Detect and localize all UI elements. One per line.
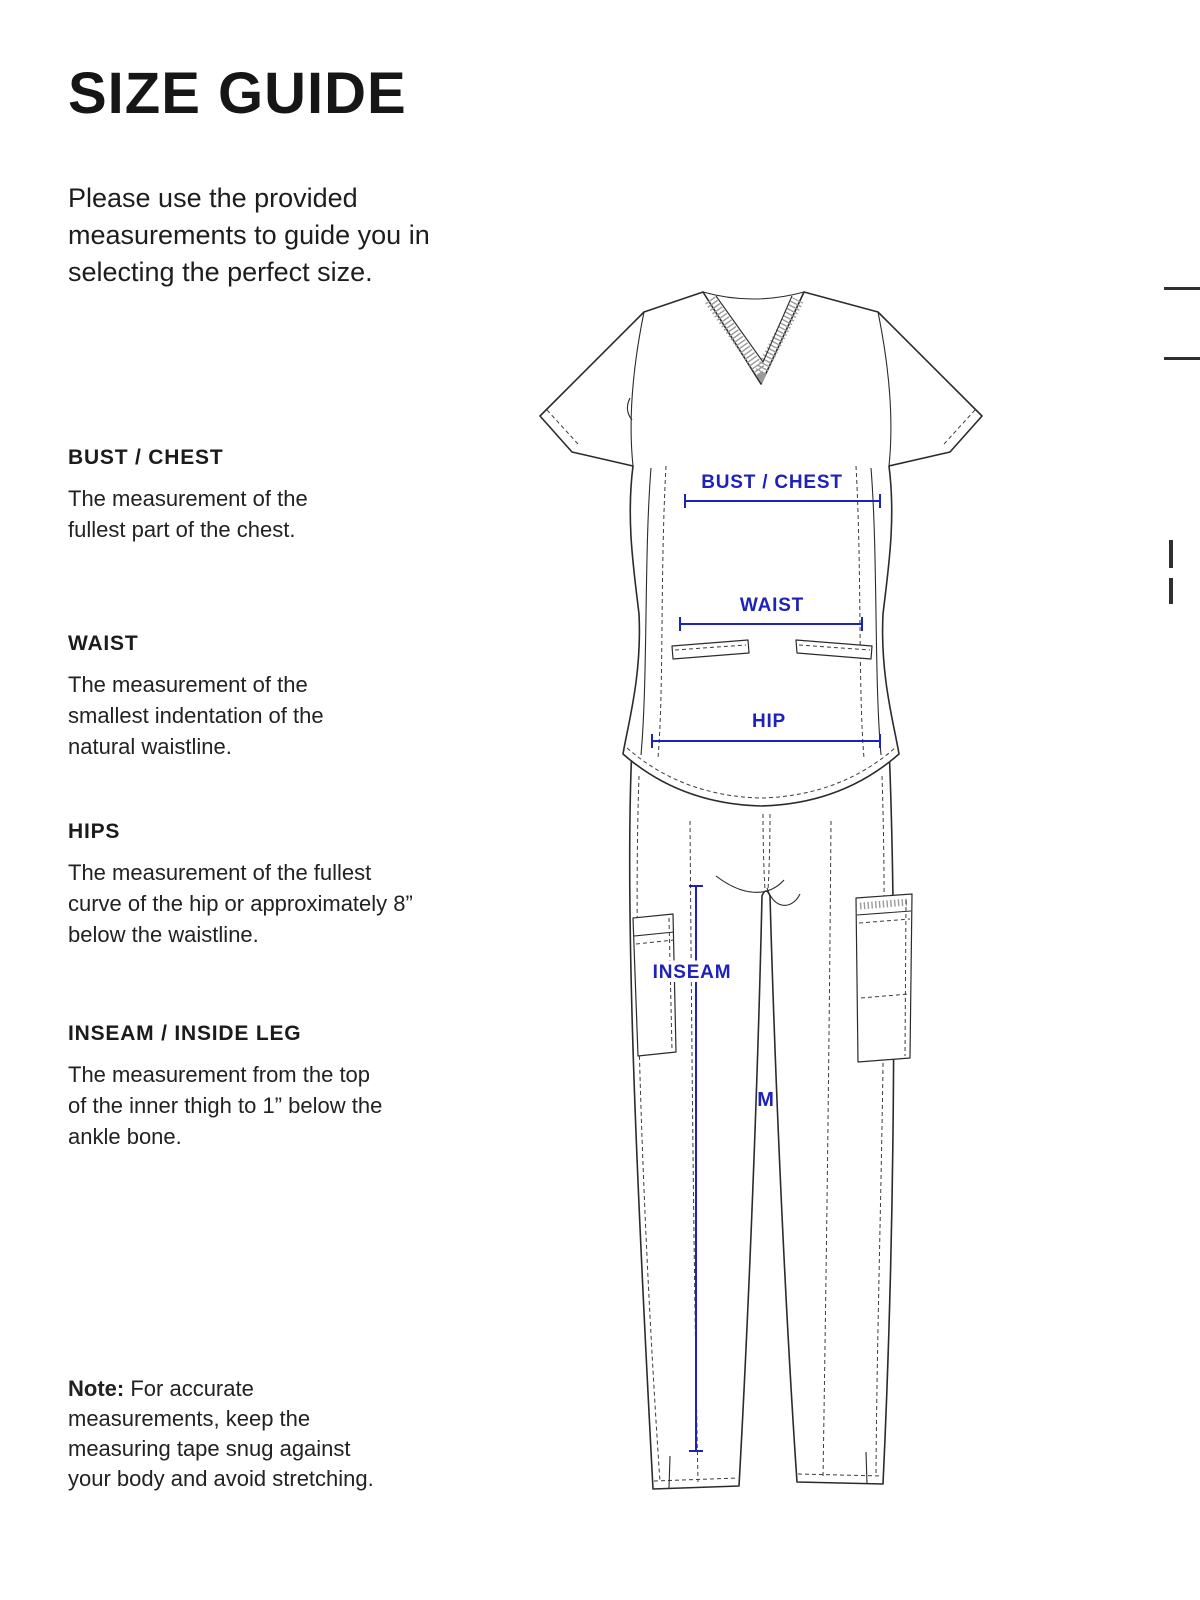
right-welt-pocket <box>795 639 873 660</box>
section-body: The measurement of the fullest part of t… <box>68 486 308 542</box>
page-title: SIZE GUIDE <box>68 61 407 126</box>
edge-artifact <box>1169 540 1173 568</box>
bust-measure-label: BUST / CHEST <box>701 472 843 493</box>
section-heading: WAIST <box>68 632 139 655</box>
section-body: The measurement of the smallest indentat… <box>68 672 324 759</box>
edge-artifact <box>1164 357 1200 360</box>
edge-artifact <box>1164 287 1200 290</box>
ankle-slit <box>865 1451 868 1485</box>
note-label: Note: <box>68 1376 125 1401</box>
section-heading: BUST / CHEST <box>68 446 224 469</box>
section-body: The measurement of the fullest curve of … <box>68 860 413 947</box>
waist-measure-label: WAIST <box>740 595 804 616</box>
hip-measure-line <box>651 734 881 748</box>
section-heading: INSEAM / INSIDE LEG <box>68 1022 302 1045</box>
drawstring <box>715 875 785 893</box>
scrub-pants-illustration <box>628 745 913 1490</box>
section-inseam: INSEAM / INSIDE LEG The measurement from… <box>68 1022 388 1152</box>
zipper <box>859 898 910 910</box>
note-text: For accurate measurements, keep the meas… <box>68 1376 374 1491</box>
section-bust-chest: BUST / CHEST The measurement of the full… <box>68 446 353 545</box>
back-neck-line <box>702 291 805 300</box>
section-heading: HIPS <box>68 820 121 843</box>
collar-rib <box>705 296 804 384</box>
bust-measure-line <box>684 494 881 508</box>
intro-text: Please use the provided measurements to … <box>68 183 430 287</box>
garment-diagram: BUST / CHEST WAIST HIP <box>539 291 983 1490</box>
size-letter-label: M <box>757 1089 774 1111</box>
hip-measure-label: HIP <box>752 711 786 732</box>
section-body: The measurement from the top of the inne… <box>68 1062 383 1149</box>
left-welt-pocket <box>671 639 750 660</box>
drawstring-loop <box>766 887 801 906</box>
scrub-top-illustration <box>539 291 983 807</box>
right-cargo-pocket <box>855 893 913 1063</box>
section-waist: WAIST The measurement of the smallest in… <box>68 632 368 762</box>
inseam-measure-line <box>689 885 703 1452</box>
left-cargo-pocket <box>632 913 677 1057</box>
sleeve-detail <box>626 397 633 421</box>
section-hips: HIPS The measurement of the fullest curv… <box>68 820 413 950</box>
waist-measure-line <box>679 617 863 631</box>
measurement-annotations: BUST / CHEST WAIST HIP <box>649 472 881 1452</box>
ankle-slit <box>668 1455 671 1489</box>
edge-artifact <box>1169 578 1173 604</box>
note: Note: For accurate measurements, keep th… <box>68 1374 386 1494</box>
inseam-measure-label: INSEAM <box>653 962 732 983</box>
